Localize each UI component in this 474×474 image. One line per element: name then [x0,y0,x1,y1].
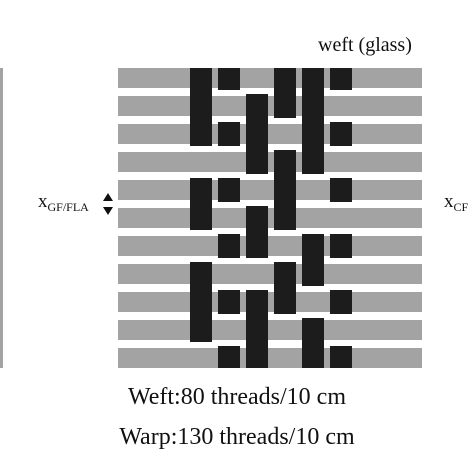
x-cf-label: xCF [444,191,468,215]
warp-thread [330,68,352,90]
x-gf-fla-sub: GF/FLA [47,200,89,214]
warp-thread [218,290,240,314]
weft-thread [118,152,422,172]
warp-thread [218,346,240,368]
warp-thread [330,178,352,202]
weft-thread [118,68,422,88]
up-down-arrow-icon [103,193,113,215]
warp-thread [218,68,240,90]
warp-thread [330,234,352,258]
warp-thread [302,68,324,174]
warp-thread [190,68,212,146]
warp-thread [218,122,240,146]
x-gf-fla-main: x [38,191,48,212]
weft-thread [118,124,422,144]
warp-thread [274,68,296,118]
warp-thread [330,122,352,146]
weft-thread [118,348,422,368]
warp-thread [190,262,212,342]
x-gf-fla-label: xGF/FLA [38,191,89,215]
x-cf-sub: CF [453,200,469,214]
weft-thread [118,236,422,256]
warp-thread [330,290,352,314]
weft-thread [118,292,422,312]
warp-thread [274,262,296,314]
weft-thread [118,96,422,116]
warp-thread [246,206,268,258]
warp-thread [246,94,268,174]
warp-thread [246,290,268,368]
weft-caption: Weft:80 threads/10 cm [127,384,346,410]
weft-thread [118,264,422,284]
weft-thread [118,180,422,200]
x-cf-main: x [444,191,454,212]
warp-thread [190,178,212,230]
warp-thread [302,234,324,286]
warp-thread [302,318,324,368]
weft-thread [118,208,422,228]
partial-left-bars [0,68,3,368]
warp-caption: Warp:130 threads/10 cm [119,424,355,450]
warp-threads [190,68,352,368]
warp-thread [330,346,352,368]
warp-thread [218,178,240,202]
weft-glass-label: weft (glass) [318,34,412,56]
partial-left-label: ) [0,36,1,59]
warp-thread [274,150,296,230]
warp-thread [218,234,240,258]
weft-threads [118,68,422,368]
weft-thread [118,320,422,340]
